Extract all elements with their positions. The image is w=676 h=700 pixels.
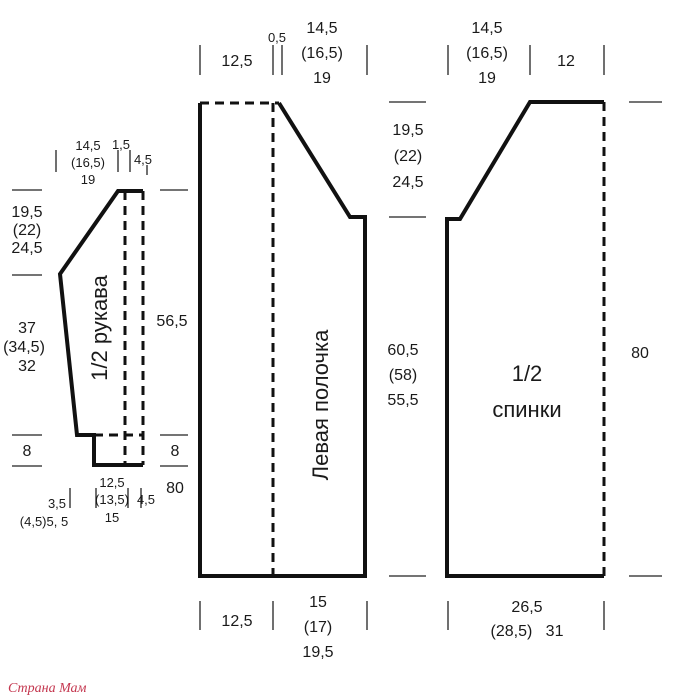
back-label-line2: спинки — [492, 397, 561, 422]
sleeve-top-small: 1,5 — [112, 137, 130, 152]
back-total-height: 80 — [631, 345, 649, 362]
front-bottom-right-3: 19,5 — [302, 644, 333, 661]
site-watermark: Страна Мам — [8, 681, 87, 696]
middle-dimensions: 19,5 (22) 24,5 60,5 (58) 55,5 — [387, 101, 426, 577]
sleeve-length-3: 32 — [18, 358, 36, 375]
back-top-left-2: (16,5) — [466, 45, 508, 62]
front-top-right-2: (16,5) — [301, 45, 343, 62]
sleeve-cuff-height-left: 8 — [23, 443, 32, 460]
front-bottom-left: 12,5 — [221, 613, 252, 630]
back-top-left-1: 14,5 — [471, 20, 502, 37]
sleeve-total-height-right: 56,5 — [156, 313, 187, 330]
sleeve-bottom-width-3: 15 — [105, 510, 119, 525]
sleeve-top-width-1: 14,5 — [75, 138, 100, 153]
sleeve-length-2: (34,5) — [3, 339, 45, 356]
armhole-height-1: 19,5 — [392, 122, 423, 139]
armhole-height-3: 24,5 — [392, 174, 423, 191]
sleeve-bottom-small-1: 3,5 — [48, 496, 66, 511]
sleeve-bottom-small-2: (4,5)5, 5 — [20, 514, 68, 529]
sleeve-outline — [57, 189, 143, 467]
front-top-right-1: 14,5 — [306, 20, 337, 37]
sleeve-label: 1/2 рукава — [87, 274, 112, 380]
side-length-3: 55,5 — [387, 392, 418, 409]
front-pattern: Левая полочка 12,5 0,5 14,5 (16,5) 19 12… — [198, 20, 368, 661]
side-length-1: 60,5 — [387, 342, 418, 359]
side-length-2: (58) — [389, 367, 417, 384]
back-outline — [445, 100, 604, 578]
sleeve-total-height: 80 — [166, 480, 184, 497]
back-bottom-width-2: (28,5) 31 — [491, 623, 564, 640]
sleeve-top-width-3: 19 — [81, 172, 95, 187]
front-top-left: 12,5 — [221, 53, 252, 70]
front-bottom-right-2: (17) — [304, 619, 332, 636]
sleeve-bottom-width-2: (13,5) — [95, 492, 129, 507]
sleeve-top-right: 4,5 — [134, 152, 152, 167]
front-top-right-3: 19 — [313, 70, 331, 87]
back-bottom-width-1: 26,5 — [511, 599, 542, 616]
sleeve-cap-height-3: 24,5 — [11, 240, 42, 257]
sleeve-length-1: 37 — [18, 320, 36, 337]
sleeve-pattern: 1/2 рукава 14,5 (16,5) 19 1,5 4,5 19,5 (… — [3, 137, 188, 529]
back-pattern: 1/2 спинки 14,5 (16,5) 19 12 80 26,5 (28… — [445, 20, 662, 640]
sleeve-bottom-right: 4,5 — [137, 492, 155, 507]
back-top-right: 12 — [557, 53, 575, 70]
front-label: Левая полочка — [308, 329, 333, 480]
front-top-small: 0,5 — [268, 30, 286, 45]
sleeve-cap-height-2: (22) — [13, 222, 41, 239]
back-top-left-3: 19 — [478, 70, 496, 87]
armhole-height-2: (22) — [394, 148, 422, 165]
front-outline — [198, 101, 367, 578]
sleeve-cuff-height-right: 8 — [171, 443, 180, 460]
sleeve-cap-height-1: 19,5 — [11, 204, 42, 221]
back-label-line1: 1/2 — [512, 361, 543, 386]
sleeve-top-width-2: (16,5) — [71, 155, 105, 170]
front-bottom-right-1: 15 — [309, 594, 327, 611]
sleeve-bottom-width-1: 12,5 — [99, 475, 124, 490]
